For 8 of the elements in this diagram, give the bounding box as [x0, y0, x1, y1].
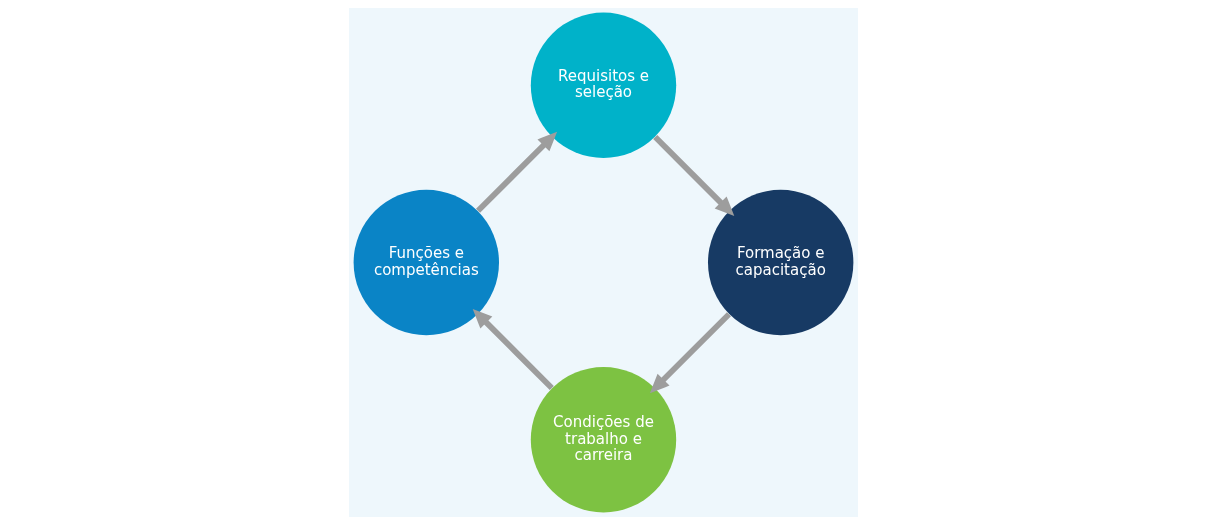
node-circle: Funções e competências	[353, 189, 499, 336]
node-circle: Formação e capacitação	[707, 189, 853, 336]
arrow	[652, 135, 734, 217]
arrow	[475, 131, 557, 213]
node-circle: Requisitos e seleção	[530, 12, 676, 158]
arrow	[649, 312, 731, 394]
arrow	[472, 308, 554, 390]
node-circle: Condições de trabalho e carreira	[530, 367, 676, 513]
